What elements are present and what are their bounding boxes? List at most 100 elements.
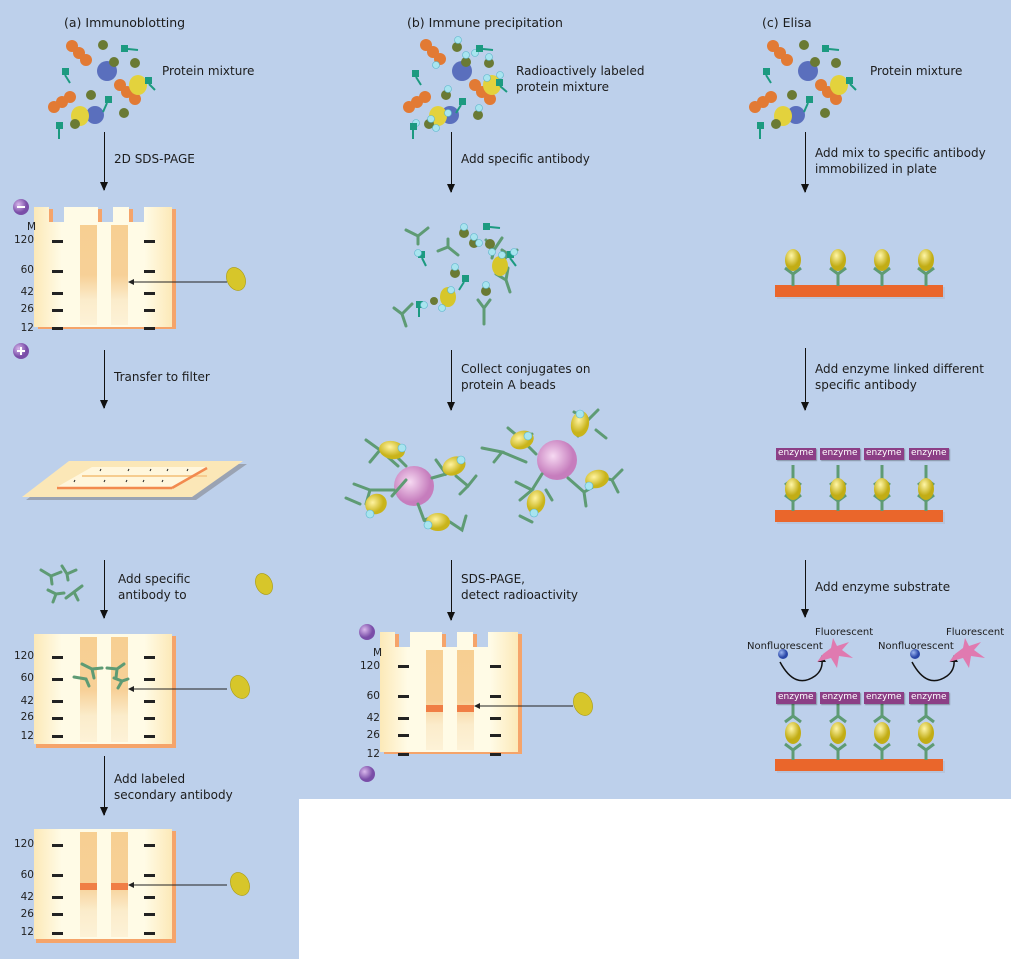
marker-label: 12 — [366, 748, 380, 760]
protein-a-bead — [394, 466, 434, 506]
pointer-arrow-b — [474, 692, 593, 716]
marker-tick — [52, 656, 63, 659]
gel-marker-header: M — [372, 647, 382, 659]
marker-tick — [490, 695, 501, 698]
marker-label: 26 — [366, 729, 380, 741]
panel-b-step2-line2: protein A beads — [461, 378, 556, 392]
panel-c-step1-line2: immobilized in plate — [815, 162, 937, 176]
arrow-b-1 — [447, 132, 455, 193]
enzyme-label: enzyme — [864, 448, 904, 460]
antibody-cluster-icon — [39, 564, 84, 604]
marker-tick — [490, 753, 501, 756]
marker-label: 26 — [20, 303, 34, 315]
marker-label: 60 — [20, 869, 34, 881]
marker-tick — [144, 292, 155, 295]
elisa-plate-2 — [775, 465, 945, 524]
antibody-antigen-mix — [392, 223, 519, 328]
marker-tick — [52, 913, 63, 916]
protein-mixture-a — [48, 40, 156, 139]
antigen-icon — [573, 692, 593, 716]
plate-surface — [775, 285, 943, 297]
arrow-a-3 — [100, 560, 108, 619]
marker-label: 12 — [20, 926, 34, 938]
marker-tick — [398, 695, 409, 698]
gel-marker-header: M — [26, 221, 36, 233]
marker-tick — [398, 753, 409, 756]
marker-tick — [52, 932, 63, 935]
enzyme-label: enzyme — [820, 692, 860, 704]
panel-c-step3: Add enzyme substrate — [815, 580, 951, 594]
marker-label: 60 — [366, 690, 380, 702]
plate-surface — [775, 510, 943, 522]
panel-a-step1: 2D SDS-PAGE — [114, 152, 195, 166]
marker-label: 12 — [20, 322, 34, 334]
antigen-icon — [230, 872, 250, 896]
panel-c-step1-line1: Add mix to specific antibody — [815, 146, 986, 160]
protein-band — [111, 883, 128, 890]
marker-tick — [144, 309, 155, 312]
negative-electrode-icon — [13, 199, 29, 215]
arrow-c-3-head — [801, 590, 809, 618]
arrow-a-2-head — [100, 360, 108, 409]
marker-label: 120 — [13, 838, 34, 850]
protein-band — [80, 883, 97, 890]
arrow-b-2 — [447, 350, 455, 411]
substrate-reaction — [778, 638, 985, 682]
marker-tick — [490, 717, 501, 720]
protein-cluster-icon — [749, 40, 857, 139]
nonfluorescent-label: Nonfluorescent — [878, 641, 954, 652]
fluorescent-product-icon — [817, 638, 853, 668]
marker-tick — [52, 270, 63, 273]
marker-tick — [398, 665, 409, 668]
marker-tick — [144, 240, 155, 243]
enzyme-label: enzyme — [864, 692, 904, 704]
arrow-b-3 — [447, 560, 455, 621]
antigen-icon — [226, 267, 246, 291]
elisa-plate-3 — [775, 702, 945, 773]
arrow-c-1 — [801, 132, 809, 193]
enzyme-label: enzyme — [776, 448, 816, 460]
enzyme-label: enzyme — [820, 448, 860, 460]
marker-tick — [490, 665, 501, 668]
gel-a3 — [34, 829, 176, 943]
marker-tick — [52, 735, 63, 738]
protein-a-beads — [344, 408, 624, 533]
marker-tick — [144, 717, 155, 720]
marker-tick — [398, 734, 409, 737]
marker-tick — [52, 309, 63, 312]
panel-a-step2: Transfer to filter — [114, 370, 210, 384]
marker-tick — [52, 700, 63, 703]
marker-label: 60 — [20, 672, 34, 684]
elisa-plate-1 — [775, 249, 945, 299]
panel-b-step3-line1: SDS-PAGE, — [461, 572, 525, 586]
panel-b-title: (b) Immune precipitation — [407, 15, 563, 30]
panel-a-title: (a) Immunoblotting — [64, 15, 186, 30]
panel-c-step2-line1: Add enzyme linked different — [815, 362, 984, 376]
arrow-a-4-head — [100, 770, 108, 816]
panel-a-step4-line2: secondary antibody — [114, 788, 233, 802]
marker-tick — [144, 874, 155, 877]
protein-cluster-icon — [48, 40, 156, 139]
marker-tick — [144, 913, 155, 916]
nonfluorescent-substrate-icon — [778, 649, 788, 659]
marker-tick — [144, 735, 155, 738]
antigen-icon — [230, 675, 250, 699]
marker-tick — [144, 270, 155, 273]
arrow-c-3 — [805, 560, 806, 615]
panel-a-mixture-label: Protein mixture — [162, 64, 255, 78]
pointer-arrow-a3 — [128, 872, 250, 896]
panel-b-step1: Add specific antibody — [461, 152, 590, 166]
marker-label: 120 — [359, 660, 380, 672]
marker-tick — [52, 678, 63, 681]
transfer-filter — [22, 461, 247, 500]
marker-tick — [52, 874, 63, 877]
protein-a-bead — [537, 440, 577, 480]
marker-label: 120 — [13, 650, 34, 662]
panel-c-step2-line2: specific antibody — [815, 378, 917, 392]
gel-a1 — [34, 207, 176, 329]
fluorescent-label: Fluorescent — [946, 627, 1005, 638]
nonfluorescent-label: Nonfluorescent — [747, 641, 823, 652]
panel-c-mixture-label: Protein mixture — [870, 64, 963, 78]
pointer-arrow-a2 — [128, 675, 250, 699]
bead-complex-2 — [480, 408, 624, 524]
